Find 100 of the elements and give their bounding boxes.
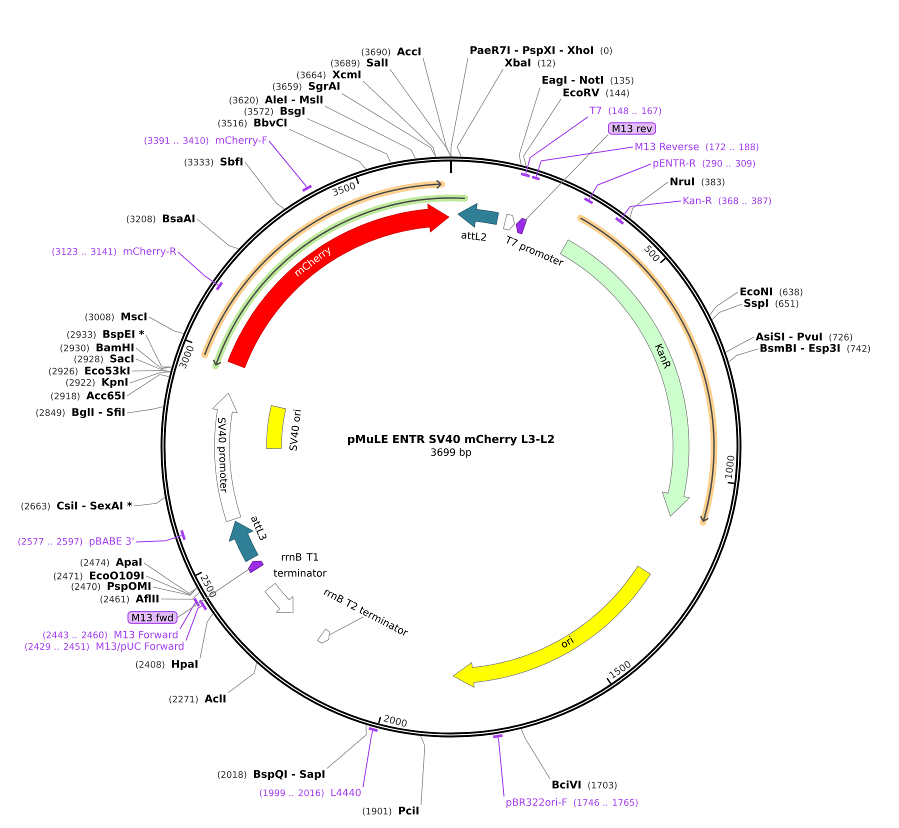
leader-line bbox=[148, 316, 184, 334]
leader-line bbox=[498, 737, 504, 798]
primer-label: (3123 .. 3141) mCherry-R bbox=[52, 247, 176, 257]
primer-label: (2577 .. 2597) pBABE 3' bbox=[18, 537, 134, 547]
primer-mark bbox=[492, 734, 503, 738]
site-label: XbaI (12) bbox=[504, 58, 555, 68]
primer-label: pBR322ori-F (1746 .. 1765) bbox=[506, 798, 638, 808]
feature-label: SV40 ori bbox=[289, 410, 301, 451]
leader-line bbox=[288, 128, 366, 170]
site-label: (2271) AclI bbox=[169, 694, 226, 704]
leader-line bbox=[160, 592, 200, 600]
leader-line bbox=[629, 182, 668, 219]
leader-line bbox=[306, 118, 392, 164]
feature-tag: M13 fwd bbox=[127, 611, 178, 624]
feature-label: attL3 bbox=[251, 516, 266, 540]
leader-line bbox=[146, 576, 198, 596]
leader-line bbox=[523, 134, 608, 222]
leader-line bbox=[342, 93, 436, 158]
feature-tag: M13 rev bbox=[608, 122, 656, 135]
leader-line bbox=[525, 116, 588, 174]
site-label: (2928) SacI bbox=[74, 354, 134, 364]
tick-label: 1000 bbox=[725, 456, 734, 478]
leader-line bbox=[196, 218, 239, 250]
site-label: (3659) SgrAI bbox=[272, 82, 340, 92]
primer-label: M13 Reverse (172 .. 188) bbox=[636, 142, 758, 152]
leader-line bbox=[177, 567, 252, 618]
leader-line bbox=[268, 140, 307, 188]
primer-label: (2443 .. 2460) M13 Forward bbox=[43, 630, 178, 640]
feature-label: attL2 bbox=[462, 232, 486, 241]
site-label: (2474) ApaI bbox=[80, 558, 142, 568]
site-label: BciVI (1703) bbox=[552, 780, 617, 790]
tick-label: 500 bbox=[644, 245, 660, 262]
site-label: (2018) BspQI - SapI bbox=[218, 770, 324, 780]
leader-line bbox=[523, 98, 562, 167]
sequence-length: 3699 bp bbox=[431, 448, 472, 458]
site-label: EagI - NotI (135) bbox=[542, 76, 634, 86]
leader-line bbox=[422, 58, 452, 157]
site-label: (2408) HpaI bbox=[136, 660, 198, 670]
leader-line bbox=[126, 374, 170, 396]
feature-arc: SV40 promoter bbox=[212, 392, 242, 522]
primer-label: T7 (148 .. 167) bbox=[590, 106, 662, 116]
primer-mark bbox=[193, 598, 200, 607]
site-label: NruI (383) bbox=[670, 178, 724, 186]
tick-label: 3500 bbox=[332, 182, 356, 196]
leader-line bbox=[725, 336, 754, 353]
leader-line bbox=[456, 68, 504, 158]
site-label: EcoNI (638) bbox=[740, 288, 802, 296]
leader-line bbox=[712, 304, 742, 320]
leader-line bbox=[136, 358, 171, 372]
leader-line bbox=[136, 535, 182, 542]
site-label: (3689) SalI bbox=[331, 58, 388, 68]
leader-line bbox=[326, 724, 367, 769]
leader-line bbox=[146, 334, 172, 368]
site-label: (2933) BspEI * bbox=[67, 330, 144, 340]
leader-line bbox=[709, 292, 738, 316]
site-label: AsiSI - PvuI (726) bbox=[756, 332, 852, 342]
leader-line bbox=[728, 348, 758, 362]
primer-label: (2429 .. 2451) M13/pUC Forward bbox=[25, 642, 184, 652]
feature-arc bbox=[248, 560, 264, 574]
primer-mark bbox=[615, 217, 624, 225]
site-label: (2461) AflII bbox=[100, 594, 158, 604]
site-label: (2922) KpnI bbox=[66, 378, 128, 388]
primer-label: (1999 .. 2016) L4440 bbox=[260, 788, 361, 798]
tick-label: 2000 bbox=[384, 714, 407, 727]
primer-mark bbox=[216, 282, 224, 290]
leader-line bbox=[588, 164, 652, 200]
leader-line bbox=[152, 586, 198, 596]
site-label: (3664) XcmI bbox=[297, 70, 360, 80]
leader-line bbox=[228, 662, 258, 694]
leader-line bbox=[362, 730, 374, 788]
site-label: (2918) Acc65I bbox=[51, 392, 124, 400]
leader-line bbox=[134, 497, 166, 506]
site-label: EcoRV (144) bbox=[564, 88, 629, 98]
plasmid-name: pMuLE ENTR SV40 mCherry L3-L2 bbox=[348, 434, 554, 446]
leader-line bbox=[450, 57, 468, 157]
leader-line bbox=[324, 106, 416, 160]
site-label: BsmBI - Esp3I (742) bbox=[760, 344, 870, 354]
site-label: (3620) AleI - MslI bbox=[230, 95, 322, 105]
primer-mark bbox=[368, 727, 378, 732]
site-label: (2663) CsiI - SexAI * bbox=[21, 501, 132, 511]
primer-label: (3391 .. 3410) mCherry-F bbox=[144, 136, 267, 146]
primer-mark bbox=[584, 197, 594, 204]
tick-label: 2500 bbox=[200, 574, 216, 598]
site-label: (2471) EcoO109I bbox=[54, 572, 144, 580]
primer-mark bbox=[520, 172, 530, 178]
leader-line bbox=[178, 252, 219, 286]
site-label: SspI (651) bbox=[744, 299, 798, 309]
leader-line bbox=[132, 370, 171, 372]
leader-line bbox=[130, 371, 171, 384]
primer-label: pENTR-R (290 .. 309) bbox=[654, 159, 755, 169]
leader-line bbox=[329, 616, 364, 636]
site-label: (2470) PspOMI bbox=[72, 582, 150, 592]
site-label: (3690) AccI bbox=[362, 48, 420, 56]
primer-mark bbox=[180, 530, 186, 540]
leader-line bbox=[520, 728, 550, 780]
primer-mark bbox=[198, 600, 208, 610]
leader-line bbox=[620, 200, 682, 220]
feature-arc bbox=[317, 628, 330, 644]
leader-line bbox=[186, 605, 202, 642]
site-label: (3333) SbfI bbox=[184, 157, 242, 167]
